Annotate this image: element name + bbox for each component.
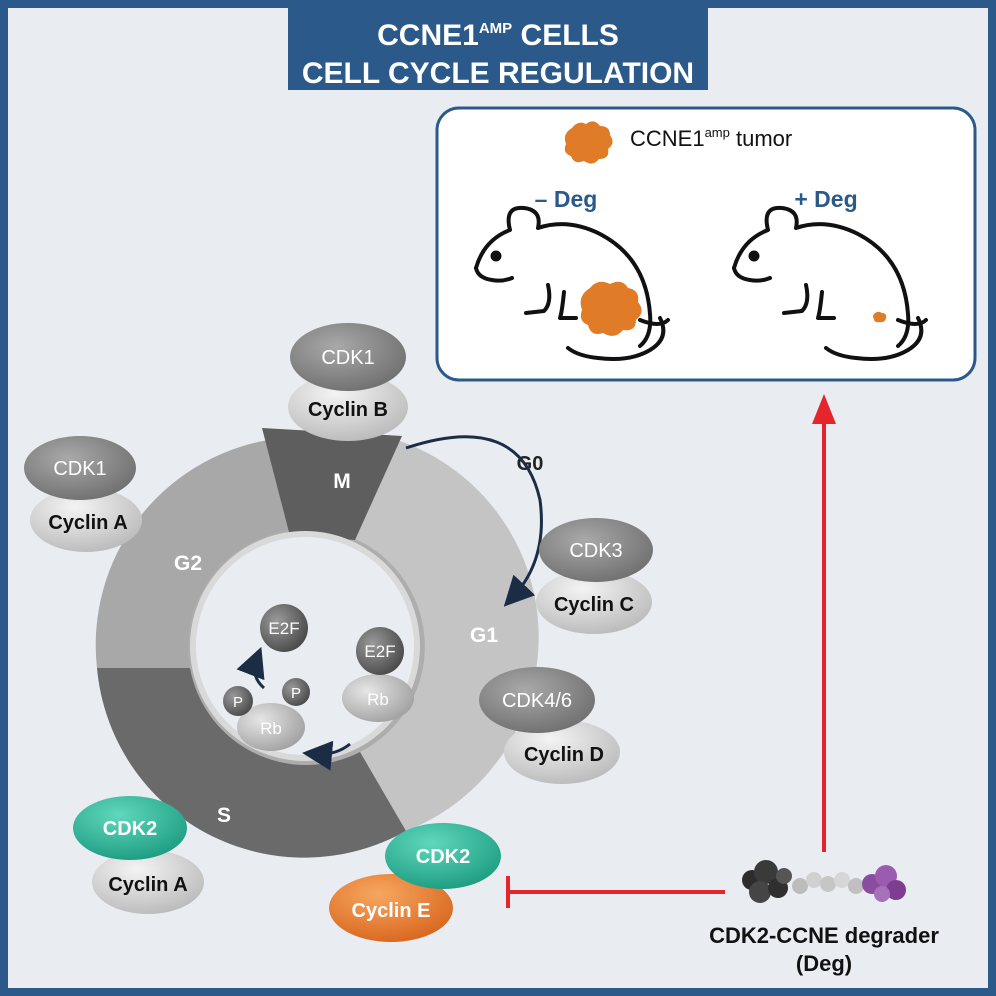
cyclin-e-shape [329, 874, 453, 942]
mouse-untreated [474, 205, 670, 361]
cdk2-target-shape [385, 823, 501, 889]
phosphate-2-label: P [291, 685, 301, 702]
degrader-label-line1: CDK2-CCNE degrader [709, 923, 939, 948]
cyclin-a-g2-shape [30, 488, 142, 552]
cdk3-shape [539, 518, 653, 582]
degrader-molecule [742, 860, 906, 903]
cyclin-d-shape [504, 720, 620, 784]
tumor-large [580, 281, 642, 336]
phase-s-label: S [217, 804, 231, 827]
ring-m-segment [262, 428, 402, 540]
complex-cdk1-cyclin-a: CDK1 Cyclin A [24, 436, 142, 552]
cyclin-b-label: Cyclin B [308, 399, 388, 421]
title-superscript: AMP [478, 20, 513, 37]
phosphate-1-label: P [233, 694, 243, 711]
rb-bound-label: Rb [367, 690, 389, 709]
e2f-bound-label: E2F [364, 642, 395, 661]
cdk1-g2-shape [24, 436, 136, 500]
mouse-panel: CCNE1amp tumor – Deg + Deg [435, 106, 977, 382]
complex-cdk3-cyclin-c: CDK3 Cyclin C [536, 518, 653, 634]
effect-arrow-head [812, 394, 836, 424]
complex-cdk2-cyclin-a: CDK2 Cyclin A [73, 796, 204, 914]
phase-m-label: M [333, 470, 351, 493]
phase-g1-label: G1 [470, 624, 498, 647]
rb-bound-shape [342, 674, 414, 722]
title-banner: CCNE1AMP CELLS CELL CYCLE REGULATION [288, 4, 708, 90]
title-main: CCNE1 [377, 19, 479, 52]
title-tail: CELLS [512, 19, 619, 52]
phase-g0-label: G0 [517, 453, 544, 475]
cdk2-s-shape [73, 796, 187, 860]
mouse-panel-box [435, 106, 977, 382]
degrader-arrows [506, 394, 836, 908]
e2f-free-shape [260, 604, 308, 652]
e2f-bound-shape [356, 627, 404, 675]
ring-g2-segment [95, 440, 291, 668]
cdk3-label: CDK3 [569, 540, 622, 562]
title-line-1: CCNE1AMP CELLS [288, 10, 708, 55]
phase-g2-label: G2 [174, 552, 202, 575]
cyclin-d-label: Cyclin D [524, 744, 604, 766]
legend-label: CCNE1amp tumor [630, 125, 792, 151]
rb-e2f-cycle: Rb E2F E2F Rb P P [223, 604, 414, 771]
cyclin-b-shape [288, 373, 408, 441]
plus-deg-label: + Deg [794, 186, 857, 212]
degrader-label-line2: (Deg) [796, 951, 852, 976]
g0-arrow [405, 435, 543, 607]
cyclin-a-s-shape [92, 850, 204, 914]
cdk2-target-label: CDK2 [416, 846, 470, 868]
cdk46-label: CDK4/6 [502, 690, 572, 712]
cdk1-g2-label: CDK1 [53, 458, 106, 480]
rb-release-arrow [302, 740, 351, 771]
phosphate-2-shape [282, 678, 310, 706]
cyclin-c-shape [536, 570, 652, 634]
cyclin-c-label: Cyclin C [554, 594, 634, 616]
mouse-treated [732, 205, 928, 361]
phosphate-1-shape [223, 686, 253, 716]
tumor-legend-icon [564, 121, 613, 164]
cdk1-m-label: CDK1 [321, 347, 374, 369]
rb-to-e2f-arrow [236, 646, 266, 690]
cyclin-a-s-label: Cyclin A [108, 874, 187, 896]
cdk46-shape [479, 667, 595, 733]
minus-deg-label: – Deg [535, 186, 598, 212]
title-line-2: CELL CYCLE REGULATION [301, 57, 695, 90]
cdk1-m-shape [290, 323, 406, 391]
rb-phos-label: Rb [260, 719, 282, 738]
cyclin-a-g2-label: Cyclin A [48, 512, 127, 534]
rb-phos-shape [237, 703, 305, 751]
e2f-free-label: E2F [268, 619, 299, 638]
tumor-small [873, 311, 887, 323]
complex-cdk2-cyclin-e: CDK2 Cyclin E [329, 823, 501, 942]
cyclin-e-label: Cyclin E [352, 900, 431, 922]
cdk2-s-label: CDK2 [103, 818, 157, 840]
complex-cdk46-cyclin-d: CDK4/6 Cyclin D [479, 667, 620, 784]
complex-cdk1-cyclin-b: CDK1 Cyclin B [288, 323, 408, 441]
ring-g1-segment [345, 441, 539, 831]
